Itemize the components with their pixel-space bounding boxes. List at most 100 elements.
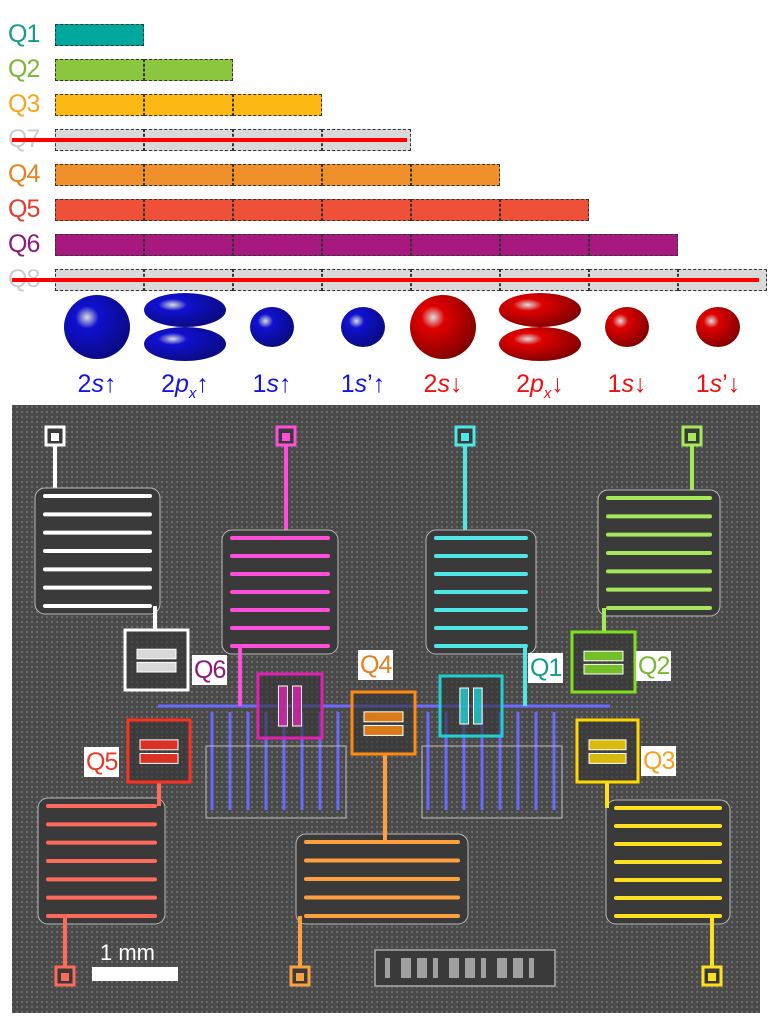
orbital-label-prime: ’	[367, 370, 373, 398]
qubit-row-label: Q1	[8, 20, 40, 48]
bar-cell	[233, 164, 322, 186]
bar-cell	[144, 94, 233, 116]
orbital-label-arrow: ↑	[196, 370, 209, 398]
orbital-label: 1s↑	[253, 370, 292, 399]
qubit-q6	[256, 672, 324, 740]
bar-cell	[411, 164, 500, 186]
qubit-q1-pad-right	[472, 687, 483, 725]
qubit-q1	[438, 674, 504, 738]
qubit-q1-pad-left	[459, 687, 470, 725]
qubit-q4-pad-top	[363, 711, 404, 723]
qubit-q6-pad-left	[277, 685, 288, 727]
qubit-q3-pad-bottom	[588, 752, 627, 764]
orbital-label-sub: x	[188, 385, 197, 402]
logo-glyph	[465, 958, 475, 978]
orbital-2s-down	[410, 295, 476, 359]
bar-cell	[411, 199, 500, 221]
pad-red-inner	[61, 973, 69, 981]
orbital-label-letter: s	[266, 370, 279, 398]
orbital-label-arrow: ↓	[727, 370, 741, 398]
orbital-label: 1s’↑	[341, 370, 385, 399]
bar-cell	[322, 199, 411, 221]
scale-bar-label: 1 mm	[100, 940, 155, 965]
bar-cell	[322, 234, 411, 256]
orbital-label-num: 1	[340, 370, 355, 398]
coupler-meander-trench	[421, 745, 563, 819]
orbital-label-num: 1	[695, 370, 710, 398]
bar-cell	[500, 234, 589, 256]
strike-through-line	[12, 278, 759, 282]
orbital-label-arrow: ↑	[103, 370, 117, 398]
scale-bar	[92, 967, 178, 981]
orbital-1s-up	[250, 307, 294, 347]
orbital-2px-down	[499, 293, 581, 361]
orbital-label-letter: s	[91, 370, 104, 398]
bar-cell	[589, 234, 678, 256]
bar-cell	[144, 234, 233, 256]
bar-cell	[233, 94, 322, 116]
orbital-label-sub: x	[543, 385, 552, 402]
logo-glyph	[433, 958, 438, 978]
coupler-meander-trench	[205, 745, 347, 819]
pad-white-inner	[51, 433, 59, 441]
qubit-row-label: Q5	[8, 195, 40, 223]
bar-cell	[144, 59, 233, 81]
orbital-label: 2px↑	[161, 370, 209, 402]
logo-glyph	[513, 958, 523, 978]
strike-through-line	[12, 138, 407, 142]
orbital-label-prime: ’	[722, 370, 728, 398]
orbital-label-letter: s	[354, 370, 368, 398]
orbital-label-letter: p	[530, 370, 544, 398]
orbital-label-num: 2	[516, 370, 530, 398]
bar-cell	[322, 164, 411, 186]
qubit-label-q2: Q2	[636, 651, 672, 681]
orbital-1s-prime-down	[696, 307, 740, 347]
bar-cell	[500, 199, 589, 221]
qubit-q4	[350, 690, 417, 756]
orbital-label-arrow: ↑	[278, 370, 292, 398]
logo-glyph	[417, 958, 427, 978]
qubit-bar-q1	[55, 24, 144, 46]
orbital-label-num: 1	[252, 370, 267, 398]
bar-cell	[55, 59, 144, 81]
qubit-q4-pad-bottom	[363, 724, 404, 736]
qubit-row-label: Q3	[8, 90, 40, 118]
logo-glyph	[449, 958, 459, 978]
bar-cell	[55, 24, 144, 46]
bar-cell	[233, 234, 322, 256]
qubit-q2-pad-top	[583, 650, 624, 662]
orbital-label-num: 2	[161, 370, 175, 398]
qubit-q5-pad-bottom	[139, 752, 179, 764]
logo-glyph	[529, 958, 534, 978]
logo-glyph	[401, 958, 411, 978]
qubit-q6-pad-right	[292, 685, 303, 727]
orbital-label-arrow: ↑	[372, 370, 386, 398]
qubit-row-label: Q2	[8, 55, 40, 83]
qubit-q5	[126, 718, 192, 784]
pad-orange-inner	[296, 973, 304, 981]
qubit-label-q4: Q4	[358, 650, 394, 680]
qubit-white	[123, 628, 190, 692]
bar-cell	[55, 164, 144, 186]
qubit-bar-q3	[55, 94, 322, 116]
orbital-label-letter: s	[709, 370, 723, 398]
orbital-label-arrow: ↓	[633, 370, 647, 398]
qubit-q3	[575, 718, 640, 784]
qubit-label-q6: Q6	[192, 655, 228, 685]
qubit-q2-pad-bottom	[583, 663, 624, 675]
qubit-q5-pad-top	[139, 739, 179, 751]
bar-cell	[55, 94, 144, 116]
logo-glyph	[481, 958, 486, 978]
logo-glyph	[497, 958, 507, 978]
qubit-row-label: Q4	[8, 160, 40, 188]
orbital-label-letter: s	[437, 370, 450, 398]
orbital-label-num: 1	[607, 370, 622, 398]
bar-cell	[55, 234, 144, 256]
bar-cell	[144, 199, 233, 221]
qubit-bar-q5	[55, 199, 589, 221]
logo-glyph	[385, 958, 390, 978]
orbital-2s-up	[64, 295, 130, 359]
qubit-label-q1: Q1	[528, 653, 564, 683]
pad-magenta-inner	[282, 433, 290, 441]
